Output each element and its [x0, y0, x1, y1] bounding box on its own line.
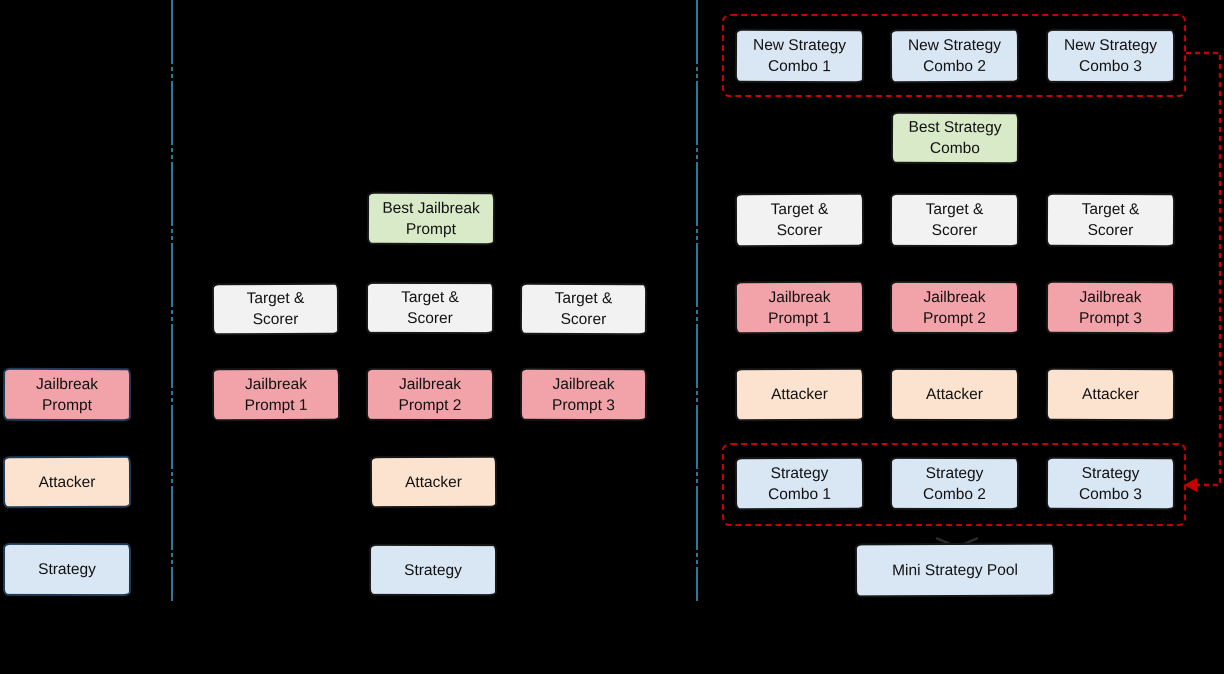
node-target-scorer-1: Target & Scorer [211, 282, 340, 336]
node-label: Strategy Combo 3 [1078, 464, 1142, 503]
node-label: Jailbreak Prompt 3 [1078, 288, 1142, 327]
node-target-scorer-3: Target & Scorer [519, 282, 648, 336]
node-label: Jailbreak Prompt 1 [768, 288, 832, 327]
node-label: New Strategy Combo 1 [752, 36, 847, 76]
node-label: New Strategy Combo 3 [1063, 36, 1158, 76]
node-jailbreak-prompt-3: Jailbreak Prompt 3 [1045, 280, 1176, 335]
node-attacker-3: Attacker [1045, 367, 1176, 422]
node-label: Mini Strategy Pool [892, 561, 1018, 579]
node-label: Strategy [404, 561, 462, 579]
node-jailbreak-prompt-2: Jailbreak Prompt 2 [889, 280, 1020, 335]
node-strategy-combo-2: Strategy Combo 2 [889, 456, 1020, 511]
node-jailbreak-prompt-1: Jailbreak Prompt 1 [734, 280, 865, 335]
node-label: Target & Scorer [246, 289, 305, 329]
node-label: Strategy [38, 560, 96, 579]
node-strategy: Strategy [368, 543, 498, 597]
node-label: Strategy Combo 1 [768, 464, 832, 503]
node-strategy-combo-1: Strategy Combo 1 [734, 456, 865, 511]
node-label: Target & Scorer [925, 200, 984, 240]
node-attacker: Attacker [2, 455, 132, 509]
node-jailbreak-prompt-1: Jailbreak Prompt 1 [211, 367, 341, 422]
node-target-scorer-1: Target & Scorer [734, 192, 865, 248]
node-best-jailbreak-prompt: Best Jailbreak Prompt [366, 191, 496, 246]
node-label: Jailbreak Prompt 2 [398, 375, 462, 414]
node-label: Best Jailbreak Prompt [382, 199, 480, 238]
node-jailbreak-prompt: Jailbreak Prompt [2, 367, 132, 422]
node-new-strategy-combo-2: New Strategy Combo 2 [889, 28, 1020, 84]
new-strategy-combos-group [722, 14, 1186, 97]
node-new-strategy-combo-1: New Strategy Combo 1 [734, 28, 865, 84]
node-new-strategy-combo-3: New Strategy Combo 3 [1045, 28, 1176, 84]
node-label: Jailbreak Prompt 2 [923, 288, 986, 327]
node-label: Target & Scorer [770, 200, 829, 240]
node-label: Attacker [405, 473, 462, 491]
node-label: Attacker [1082, 385, 1139, 404]
node-target-scorer-2: Target & Scorer [889, 192, 1020, 248]
node-label: Strategy Combo 2 [923, 464, 986, 503]
node-label: Target & Scorer [1081, 200, 1140, 240]
node-jailbreak-prompt-3: Jailbreak Prompt 3 [519, 367, 648, 422]
node-label: Target & Scorer [401, 288, 459, 328]
node-attacker: Attacker [369, 455, 498, 509]
strategy-combos-group [722, 443, 1186, 526]
node-label: Attacker [771, 385, 828, 404]
node-label: New Strategy Combo 2 [907, 36, 1002, 76]
node-target-scorer-2: Target & Scorer [365, 281, 495, 335]
node-strategy: Strategy [2, 542, 132, 597]
node-label: Attacker [926, 385, 983, 404]
node-attacker-1: Attacker [734, 367, 865, 422]
node-label: Jailbreak Prompt 3 [551, 375, 615, 414]
node-label: Best Strategy Combo [908, 118, 1002, 158]
node-attacker-2: Attacker [889, 367, 1020, 422]
node-best-strategy-combo: Best Strategy Combo [890, 111, 1020, 165]
node-mini-strategy-pool: Mini Strategy Pool [854, 542, 1056, 598]
node-jailbreak-prompt-2: Jailbreak Prompt 2 [365, 367, 495, 422]
node-label: Jailbreak Prompt [35, 375, 99, 414]
node-label: Attacker [38, 473, 96, 491]
node-label: Jailbreak Prompt 1 [244, 375, 308, 414]
node-label: Target & Scorer [554, 289, 613, 329]
node-target-scorer-3: Target & Scorer [1045, 192, 1176, 248]
node-strategy-combo-3: Strategy Combo 3 [1045, 456, 1176, 511]
new-combos-feedback-connector [1186, 51, 1222, 487]
